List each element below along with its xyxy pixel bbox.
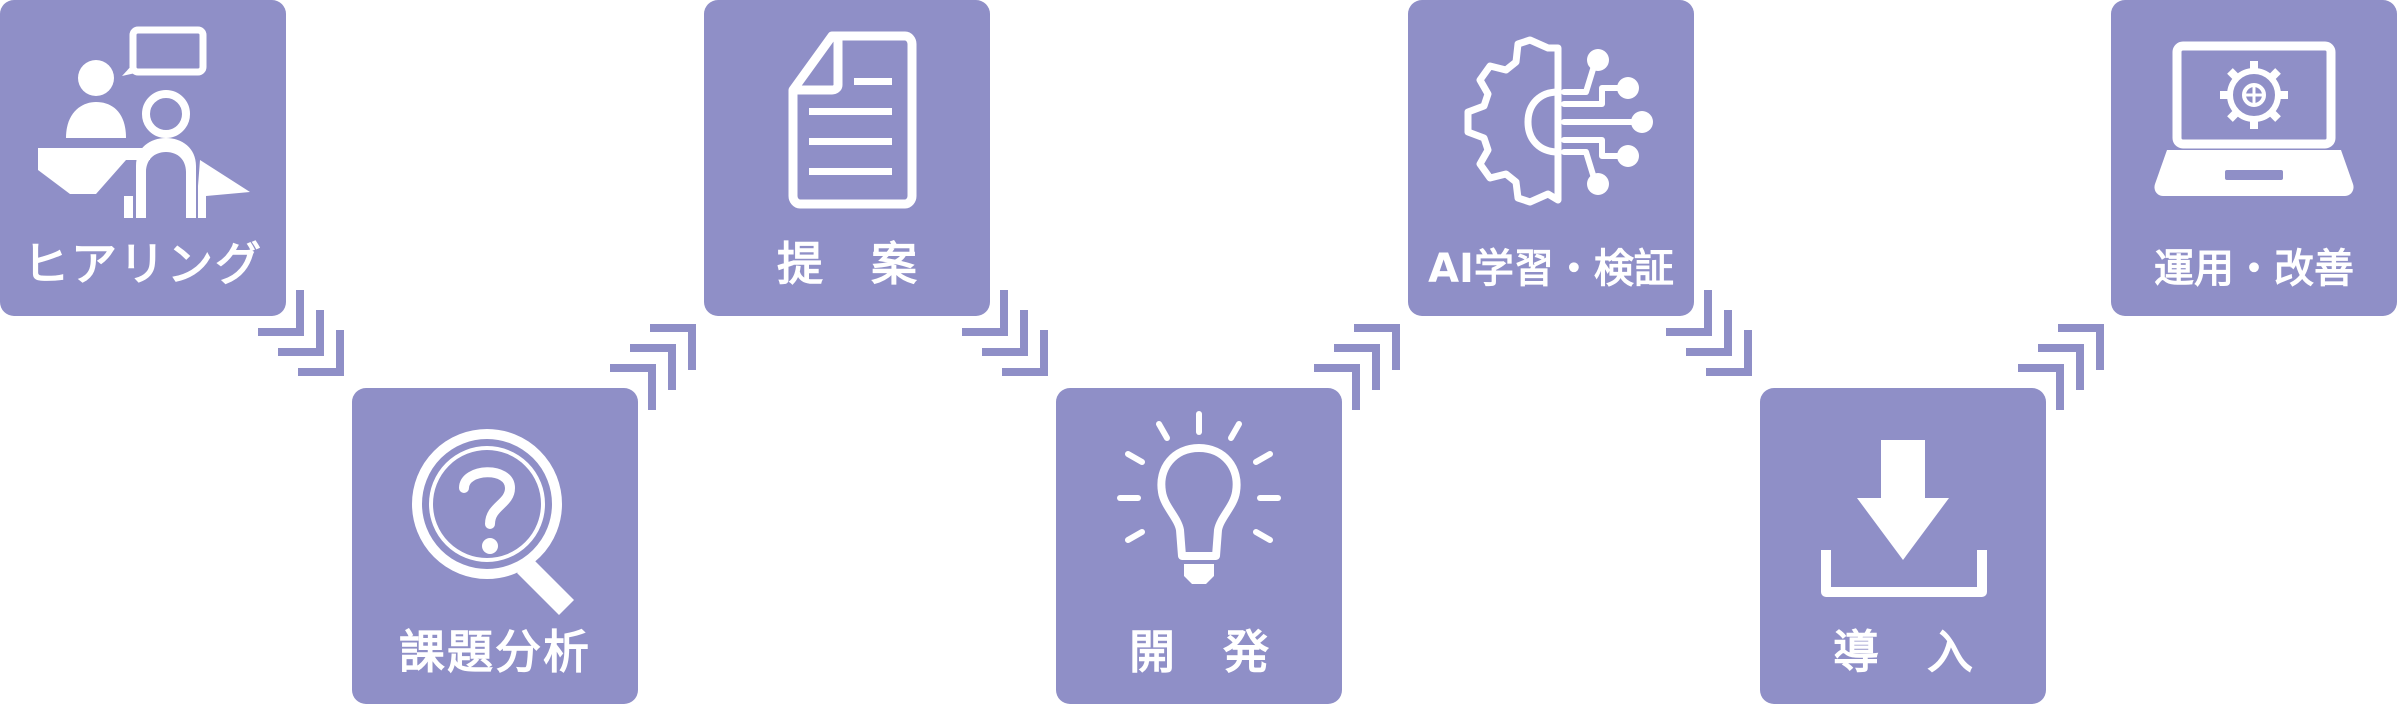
chevron-arrow-icon <box>962 290 1048 376</box>
step-label: 開 発 <box>1128 625 1285 679</box>
step-hearing: ヒアリング <box>0 0 286 316</box>
step-ai-training-validation: AI学習・検証 <box>1408 0 1694 316</box>
step-operation-improvement: 運用・改善 <box>2111 0 2397 316</box>
step-label: 提 案 <box>776 237 933 291</box>
step-label: 導 入 <box>1832 625 1989 679</box>
laptop-gear-icon <box>2154 41 2354 196</box>
chevron-arrow-icon <box>610 324 696 410</box>
step-label: 課題分析 <box>399 625 591 679</box>
step-label: ヒアリング <box>23 237 263 291</box>
chevron-arrow-icon <box>1314 324 1400 410</box>
chevron-arrow-icon <box>1666 290 1752 376</box>
step-label: 運用・改善 <box>2154 246 2354 292</box>
step-issue-analysis: 課題分析 <box>352 388 638 704</box>
magnifier-question-icon <box>412 429 574 615</box>
chevron-arrow-icon <box>258 290 344 376</box>
document-icon <box>788 31 917 209</box>
ai-gear-circuit-icon <box>1464 36 1653 206</box>
interview-icon <box>38 26 250 218</box>
step-label: AI学習・検証 <box>1428 246 1674 292</box>
download-icon <box>1821 440 1987 597</box>
step-proposal: 提 案 <box>704 0 990 316</box>
lightbulb-icon <box>1117 411 1281 584</box>
step-introduction: 導 入 <box>1760 388 2046 704</box>
chevron-arrow-icon <box>2018 324 2104 410</box>
step-development: 開 発 <box>1056 388 1342 704</box>
